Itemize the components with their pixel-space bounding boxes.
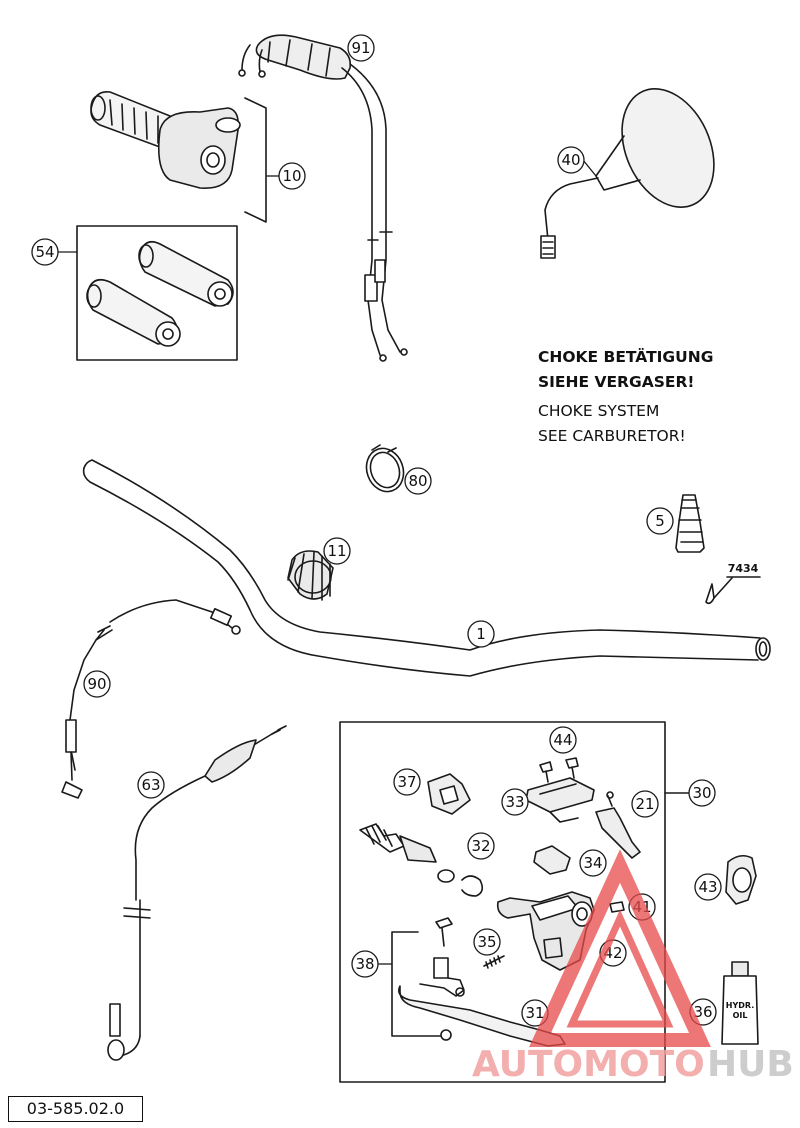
callout-31: 31 xyxy=(521,999,549,1027)
choke-note-en-2: SEE CARBURETOR! xyxy=(538,427,686,445)
callout-40: 40 xyxy=(557,146,597,177)
svg-text:31: 31 xyxy=(525,1004,544,1022)
clutch-cable xyxy=(61,599,241,799)
watermark-text-b: HUB xyxy=(707,1044,794,1085)
grips-box xyxy=(76,225,238,361)
callout-1: 1 xyxy=(467,620,495,648)
oil-label-1: HYDR. xyxy=(726,1001,754,1010)
callout-63: 63 xyxy=(137,771,165,799)
choke-note-de-2: SIEHE VERGASER! xyxy=(538,373,695,391)
svg-text:1: 1 xyxy=(476,625,486,643)
document-code: 03-585.02.0 xyxy=(8,1096,143,1122)
callout-37: 37 xyxy=(393,768,421,796)
callout-91: 91 xyxy=(347,34,375,62)
svg-text:21: 21 xyxy=(635,795,654,813)
svg-text:44: 44 xyxy=(553,731,572,749)
callout-30: 30 xyxy=(688,779,716,807)
svg-text:11: 11 xyxy=(327,542,346,560)
watermark-text-a: AUTOMOTO xyxy=(472,1044,705,1085)
callout-43: 43 xyxy=(694,873,722,901)
svg-text:10: 10 xyxy=(282,167,301,185)
master-cylinder-box xyxy=(339,721,666,1083)
throttle-grip xyxy=(90,90,267,223)
master-cylinder-parts xyxy=(359,757,641,1047)
callout-34: 34 xyxy=(579,849,607,877)
svg-text:32: 32 xyxy=(471,837,490,855)
handlebar xyxy=(82,459,771,677)
callout-11: 11 xyxy=(323,537,351,565)
svg-text:30: 30 xyxy=(692,784,711,802)
spec-label: 7434 xyxy=(728,562,759,575)
oil-label-2: OIL xyxy=(733,1011,748,1020)
svg-text:90: 90 xyxy=(87,675,106,693)
mirror xyxy=(540,88,715,259)
svg-text:38: 38 xyxy=(355,955,374,973)
callout-35: 35 xyxy=(473,928,501,956)
callout-33: 33 xyxy=(501,788,529,816)
callout-10: 10 xyxy=(266,162,306,190)
callout-21: 21 xyxy=(631,790,659,818)
throttle-cables xyxy=(238,34,408,362)
callout-38: 38 xyxy=(351,950,392,978)
callout-5: 5 xyxy=(646,507,674,535)
svg-text:54: 54 xyxy=(35,243,54,261)
svg-text:91: 91 xyxy=(351,39,370,57)
grip-pair xyxy=(86,240,234,347)
svg-text:43: 43 xyxy=(698,878,717,896)
brake-hose xyxy=(107,725,287,1061)
svg-text:5: 5 xyxy=(655,512,665,530)
choke-note-en-1: CHOKE SYSTEM xyxy=(538,402,660,420)
callout-32: 32 xyxy=(467,832,495,860)
callout-44: 44 xyxy=(549,726,577,754)
callout-54: 54 xyxy=(31,238,77,266)
clamp-ring xyxy=(365,444,405,493)
choke-note-de-1: CHOKE BETÄTIGUNG xyxy=(538,348,714,366)
svg-text:37: 37 xyxy=(397,773,416,791)
callout-90: 90 xyxy=(83,670,111,698)
svg-text:35: 35 xyxy=(477,933,496,951)
svg-text:33: 33 xyxy=(505,793,524,811)
svg-text:40: 40 xyxy=(561,151,580,169)
threadlock-tube xyxy=(675,494,705,553)
svg-text:34: 34 xyxy=(583,854,602,872)
spec-leader xyxy=(713,577,733,599)
switch-housing xyxy=(725,854,757,905)
brake-fluid-bottle xyxy=(721,961,759,1045)
svg-text:63: 63 xyxy=(141,776,160,794)
rubber-boot xyxy=(287,550,334,601)
svg-text:80: 80 xyxy=(408,472,427,490)
callout-80: 80 xyxy=(404,467,432,495)
svg-text:36: 36 xyxy=(693,1003,712,1021)
